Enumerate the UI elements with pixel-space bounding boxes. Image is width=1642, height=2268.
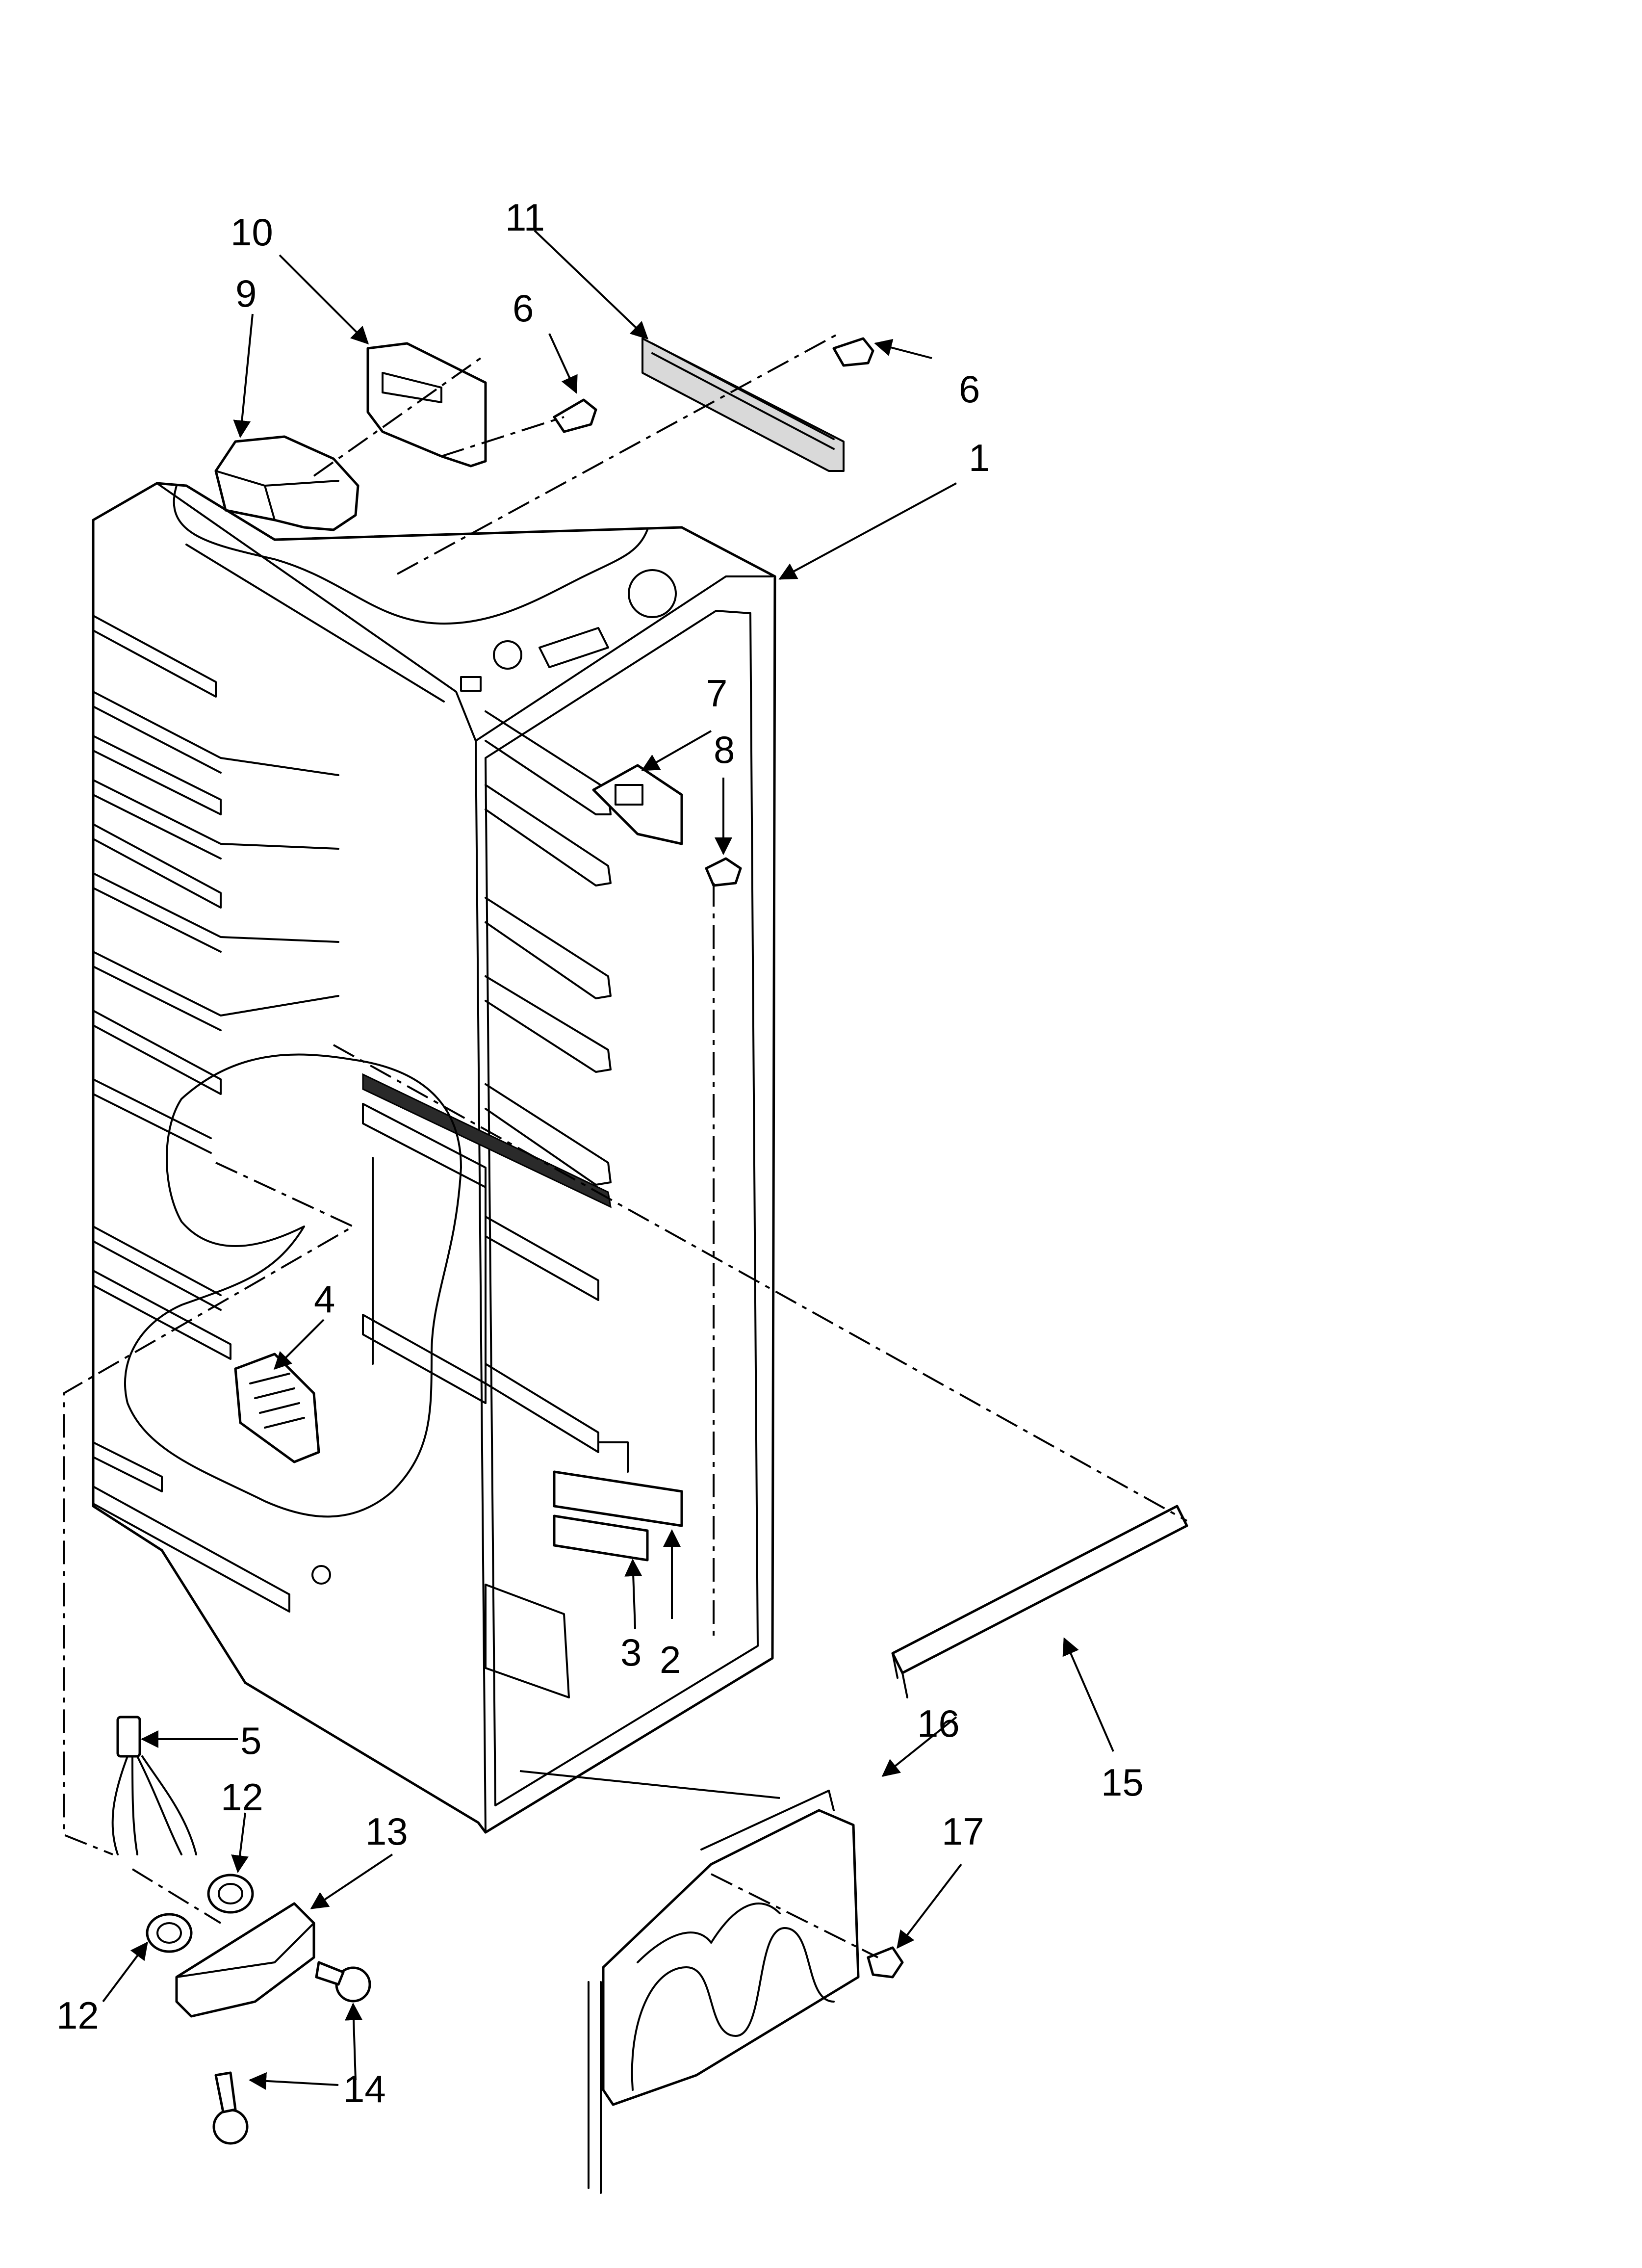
- callout-6-top: 6: [513, 287, 534, 330]
- callout-10: 10: [231, 210, 273, 254]
- callout-17: 17: [942, 1810, 984, 1853]
- callout-6-right: 6: [959, 367, 980, 411]
- part-10-bracket: [366, 342, 487, 468]
- callout-3: 3: [620, 1631, 641, 1674]
- part-12-grommet-upper: [207, 1874, 254, 1914]
- part-6-screw-right: [832, 337, 874, 367]
- callout-11: 11: [505, 196, 545, 239]
- part-14-pin-lower: [212, 2071, 249, 2145]
- part-15-rail: [891, 1505, 1188, 1698]
- part-3-bracket: [553, 1514, 649, 1562]
- alignment-lines: [63, 333, 1187, 1958]
- shelf-rails-left: [92, 615, 339, 1613]
- callout-4: 4: [314, 1277, 335, 1321]
- callout-2: 2: [660, 1638, 681, 1681]
- callout-labels: 1 2 3 4 5 6 6 7 8 9 10 11 12 12 13 14 15…: [56, 196, 1144, 2111]
- cutaway-middle: [124, 1053, 462, 1518]
- cutaway-top: [173, 485, 648, 625]
- callout-9: 9: [235, 272, 257, 315]
- part-9-housing: [214, 435, 359, 531]
- part-7-bracket: [592, 764, 683, 845]
- callout-12-upper: 12: [221, 1775, 263, 1819]
- part-17-screw: [867, 1946, 904, 1979]
- part-12-grommet-lower: [146, 1913, 193, 1953]
- cabinet-liner: [92, 482, 776, 1834]
- callout-5: 5: [240, 1719, 261, 1762]
- part-5-harness: [111, 1716, 197, 1855]
- callout-1: 1: [969, 436, 990, 479]
- callout-13: 13: [365, 1810, 408, 1853]
- part-16-evaporator: [588, 1790, 860, 2194]
- part-6-screw-top: [553, 398, 597, 433]
- callout-8: 8: [714, 728, 735, 771]
- part-2-bracket: [553, 1441, 683, 1527]
- part-13-cover: [175, 1902, 315, 2018]
- callout-12-lower: 12: [56, 1994, 99, 2037]
- callout-16: 16: [917, 1702, 960, 1745]
- shelf-rails-right: [485, 627, 612, 1453]
- callout-15: 15: [1101, 1761, 1144, 1804]
- part-11-strip: [641, 338, 845, 472]
- part-8-screw: [705, 857, 742, 887]
- callout-14: 14: [343, 2067, 386, 2111]
- crisper-rails: [362, 1073, 612, 1698]
- callout-leaders: [102, 230, 1114, 2090]
- part-14-pin-right: [315, 1961, 371, 2003]
- callout-7: 7: [706, 672, 727, 715]
